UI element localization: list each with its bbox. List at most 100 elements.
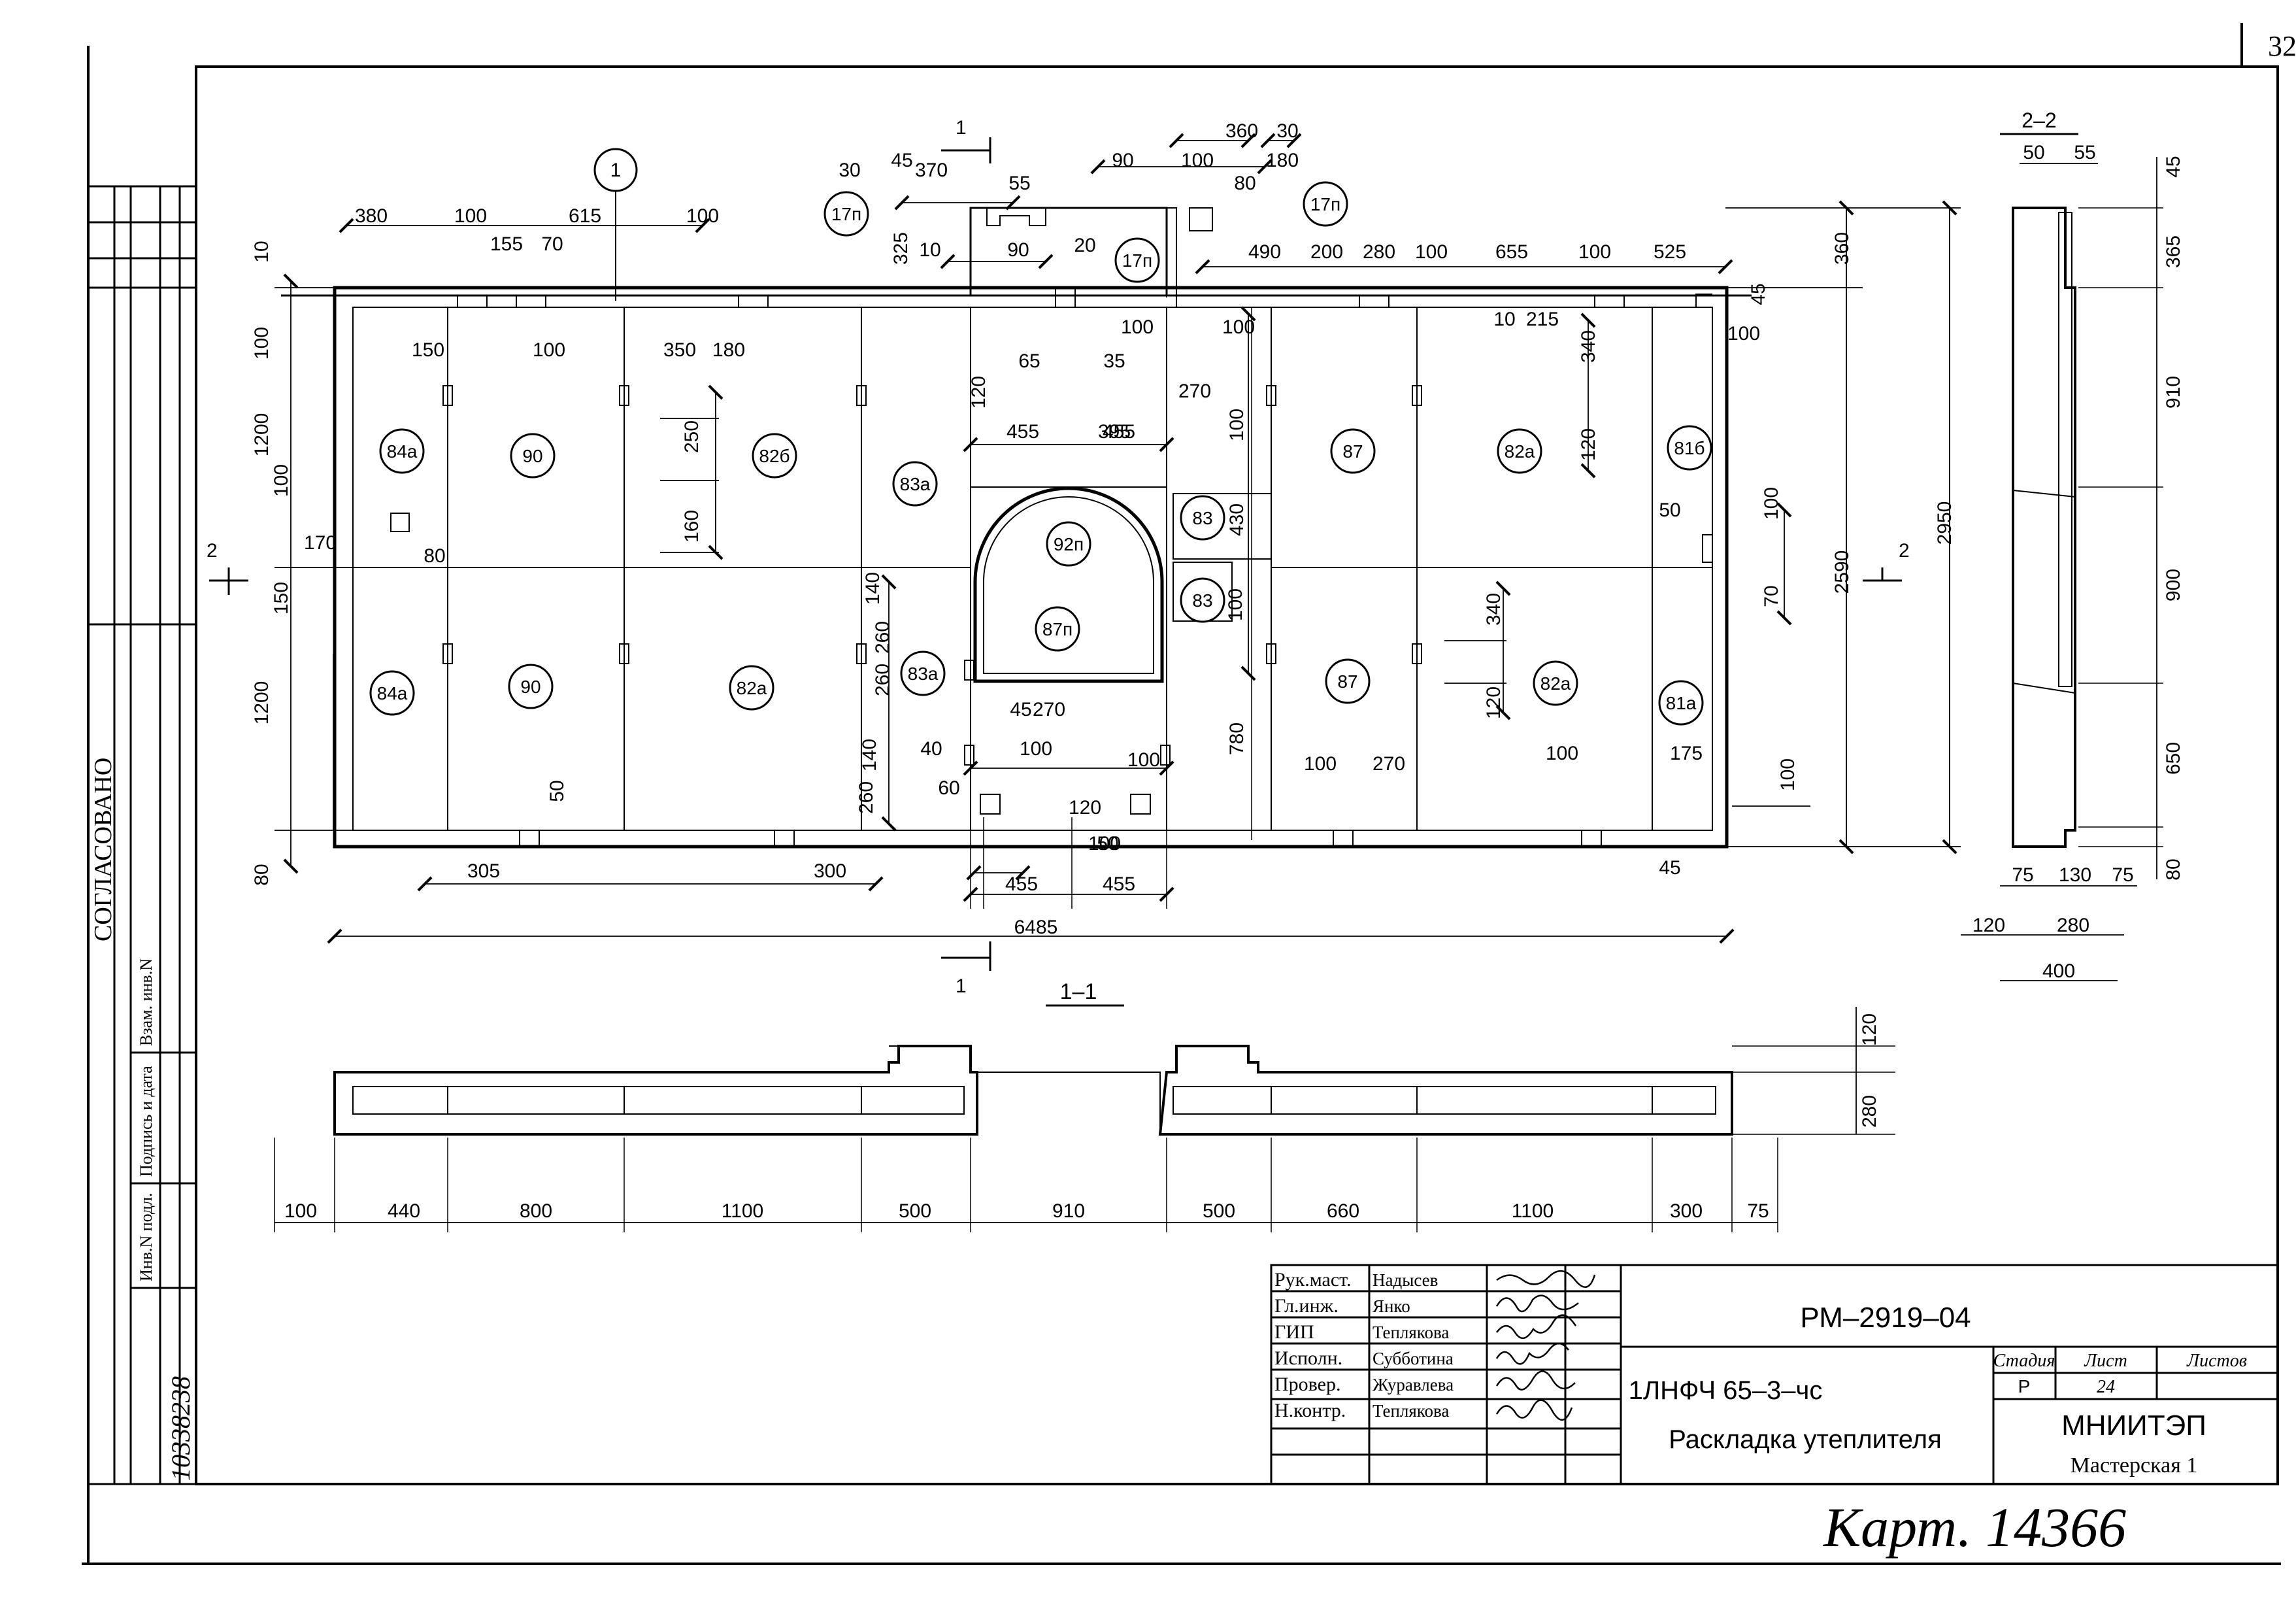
plan-dim-h: 370 [915, 160, 948, 181]
plan-dim-h: 45 [1659, 857, 1680, 879]
plan-dim-h: 180 [1266, 150, 1299, 171]
section-mark-1-bottom: 1 [956, 975, 967, 997]
signatures [1495, 1270, 1596, 1421]
plan-dim-h: 270 [1033, 699, 1065, 720]
panel-p87-top: 87 [1330, 428, 1376, 474]
handwritten-note: Карт. 14366 [1822, 1496, 2126, 1559]
panel-p83a-bot: 83а [900, 650, 946, 696]
section-1-1-dim: 500 [899, 1200, 931, 1222]
plan-dim-v: 100 [1225, 588, 1246, 621]
panel-p82a-bot: 82а [729, 665, 774, 711]
section-2-2-height-dim: 650 [2163, 742, 2184, 775]
stage-label: Стадия [1993, 1351, 2055, 1371]
plan-dim-h: 350 [663, 339, 696, 361]
plan-dim-h: 150 [412, 339, 444, 361]
plan-dim-h: 100 [1181, 150, 1214, 171]
panel-label: 92п [1054, 534, 1084, 554]
plan-dim-h: 65 [1018, 350, 1040, 372]
panel-label: 83а [908, 664, 939, 684]
doc-code: РМ–2919–04 [1800, 1302, 1971, 1334]
plan-dim-h: 525 [1654, 241, 1686, 263]
plan-dim-v: 360 [1831, 232, 1853, 265]
plan-dim-v: 100 [251, 327, 273, 360]
section-markers [209, 137, 1902, 971]
section-2-2-bottom-dim: 75 [2012, 864, 2033, 886]
plan-dim-h: 100 [1222, 316, 1255, 338]
panel-p84a-top: 84а [379, 428, 425, 474]
plan-dim-h: 200 [1310, 241, 1343, 263]
panel-label: 90 [520, 677, 541, 697]
section-2-2-height-dim: 80 [2163, 858, 2184, 880]
role-label: Исполн. [1274, 1347, 1342, 1369]
series: 1ЛНФЧ 65–3–чс [1629, 1376, 1823, 1405]
plan-dim-v: 50 [546, 780, 568, 802]
side-stamp [87, 185, 197, 1485]
panel-label: 84а [387, 441, 418, 462]
sheet-value: 24 [2097, 1377, 2115, 1397]
panel-label: 83 [1192, 590, 1212, 611]
panel-label: 17п [1122, 250, 1152, 271]
panel-label: 83а [900, 474, 931, 494]
section-mark-2-left: 2 [207, 540, 218, 562]
section-2-2-bottom-dim: 280 [2057, 915, 2089, 936]
stamp-inv-number: 10338238 [166, 1376, 195, 1481]
plan-dim-h: 180 [712, 339, 745, 361]
panel-p83a-top: 83а [892, 461, 938, 507]
plan-dim-h: 90 [1007, 239, 1029, 261]
sheet-label: Лист [2084, 1351, 2127, 1371]
role-label: Гл.инж. [1274, 1295, 1339, 1317]
section-1-1-title: 1–1 [1060, 979, 1097, 1004]
plan-dim-h: 270 [1373, 753, 1405, 775]
plan-dim-v: 120 [1578, 428, 1599, 461]
plan-dim-h: 80 [424, 545, 445, 567]
plan-dim-h: 100 [1546, 743, 1578, 764]
plan-dim-h: 360 [1225, 120, 1258, 142]
plan-dim-v: 325 [890, 232, 912, 265]
section-2-2-bottom-dim: 130 [2059, 864, 2091, 886]
section-2-2-top-dim: 50 [2023, 142, 2044, 163]
plan-dim-v: 120 [968, 376, 990, 409]
plan-dim-h: 80 [1234, 173, 1256, 194]
org-sub: Мастерская 1 [2071, 1453, 2198, 1478]
panel-p81a: 81а [1658, 680, 1704, 726]
plan-dim-h: 280 [1363, 241, 1395, 263]
plan-dim-h: 655 [1495, 241, 1528, 263]
plan-dim-h: 490 [1248, 241, 1281, 263]
role-name: Теплякова [1373, 1401, 1449, 1421]
section-1-1-dim: 75 [1747, 1200, 1769, 1222]
plan-dim-h: 60 [938, 777, 959, 799]
plan-dim-h: 100 [1088, 833, 1121, 854]
plan-dim-v: 340 [1483, 593, 1505, 626]
plan-dim-h: 45 [1010, 699, 1031, 720]
section-1-1-height-dim: 280 [1859, 1095, 1880, 1128]
plan-dim-v: 260 [872, 664, 893, 696]
panel-label: 84а [377, 683, 408, 703]
panel-label: 90 [522, 446, 542, 466]
panel-p17p-1: 17п [824, 191, 869, 237]
section-mark-1-top: 1 [956, 117, 967, 139]
section-1-1-dim: 1100 [722, 1200, 764, 1222]
plan-dim-v: 140 [859, 739, 880, 771]
plan-dim-h: 615 [569, 205, 601, 227]
plan-dim-h: 380 [355, 205, 388, 227]
plan-dim-h: 35 [1103, 350, 1125, 372]
sheets-label: Листов [2186, 1351, 2247, 1371]
plan-dim-h: 100 [1578, 241, 1611, 263]
plan-dim-v: 150 [271, 582, 292, 615]
panel-p87p: 87п [1035, 606, 1080, 652]
role-name: Субботина [1373, 1349, 1454, 1368]
panel-label: 81а [1666, 693, 1697, 713]
plan-dim-v: 100 [1761, 487, 1782, 520]
section-2-2-bottom-dim: 400 [2042, 960, 2075, 982]
section-1-1-dim: 100 [284, 1200, 317, 1222]
section-1-1-height-dim: 120 [1859, 1013, 1880, 1046]
plan-dim-h: 100 [1727, 323, 1760, 345]
plan-dim-h: 10 [1493, 309, 1515, 330]
plan-dim-h: 50 [1097, 833, 1118, 854]
panel-p83-b: 83 [1180, 577, 1225, 623]
plan-dim-v: 100 [1226, 409, 1248, 441]
role-name: Журавлева [1373, 1375, 1454, 1394]
